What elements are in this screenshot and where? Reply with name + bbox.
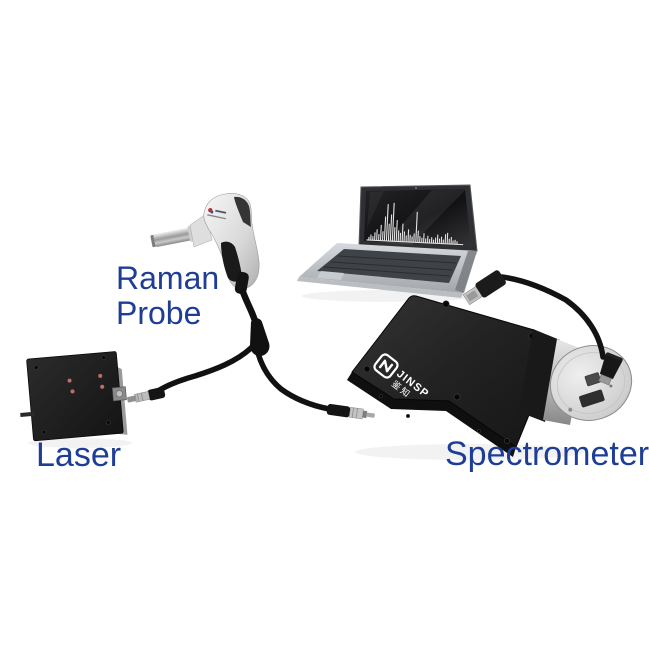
strip-screw — [378, 393, 384, 399]
probe-brand-line — [215, 209, 227, 214]
raman-probe-label-line1: Raman — [116, 260, 220, 296]
usb-a-body — [475, 270, 506, 298]
screen-reflection-2 — [367, 191, 384, 228]
fiber-connector-laser — [127, 387, 166, 403]
strip-screw — [476, 428, 482, 434]
cap-pin — [609, 384, 613, 388]
connector-boot — [326, 403, 351, 418]
ferrule-ridge — [136, 393, 140, 402]
probe-cable-boot — [234, 271, 249, 295]
fiber-connector-spectrometer — [326, 403, 375, 420]
ferrule-ridge — [351, 407, 355, 418]
usb-cable-assembly — [462, 270, 623, 386]
detector-cylinder — [519, 329, 633, 425]
laser-front-face — [26, 351, 124, 442]
laser-label: Laser — [36, 436, 122, 474]
raman-probe — [150, 193, 260, 325]
spectrometer-screw — [504, 438, 510, 444]
laser-indicator-dot — [100, 384, 105, 389]
mini-usb-body — [599, 354, 623, 380]
fiber-cable-to-spectrometer — [255, 350, 332, 412]
cylinder-mount-band — [519, 329, 560, 422]
laptop-base-shade — [455, 251, 477, 293]
laptop-front-edge — [297, 277, 463, 298]
probe-cable — [239, 288, 259, 325]
spectrum-path — [366, 202, 464, 246]
mini-usb-connector — [598, 352, 623, 386]
probe-dark-insert-right — [234, 196, 251, 227]
laser-indicator-dot — [67, 378, 72, 383]
screen-reflection — [386, 189, 466, 245]
laser-screw — [41, 429, 47, 435]
laser-screw — [106, 420, 111, 425]
spectrometer-screw — [363, 365, 371, 373]
probe-dark-grip — [221, 241, 242, 282]
laptop-touchpad — [317, 271, 344, 280]
laser-module — [20, 351, 128, 442]
y-splitter-boot — [250, 318, 270, 356]
laser-mount-pin — [20, 411, 35, 417]
spectrometer-body — [351, 295, 546, 448]
ferrule-ridge — [355, 408, 359, 419]
mini-usb-tip — [598, 374, 612, 386]
connector-boot — [147, 387, 166, 401]
raman-probe-label-line2: Probe — [116, 295, 202, 331]
fiber-cable-to-laser — [155, 345, 254, 394]
laptop — [297, 184, 478, 298]
spectrometer-device: JINSP 鉴知 — [347, 295, 633, 457]
spectrometer-label: Spectrometer — [445, 435, 649, 473]
spectrometer-screw — [442, 300, 450, 308]
usb-a-tongue — [466, 290, 479, 302]
webcam-dot — [415, 187, 417, 189]
laser-indicator-dot — [98, 373, 103, 378]
spectrometer-shadow — [355, 444, 585, 460]
laser-fiber-port — [111, 386, 127, 402]
ferrule-ridge — [140, 392, 144, 401]
jinsp-logo-icon — [373, 353, 399, 379]
probe-brand-dot-blue — [210, 210, 214, 214]
raman-probe-label: Raman Probe — [116, 261, 219, 331]
barrel-tube — [153, 227, 195, 247]
key-row-line — [337, 255, 457, 264]
usb-cable — [499, 274, 606, 360]
strip-screw — [405, 413, 411, 419]
key-row-line — [330, 261, 453, 271]
spectrometer-screw — [453, 393, 461, 401]
laser-indicator-dot — [70, 389, 75, 394]
laser-screw — [33, 365, 39, 370]
connector-tip — [127, 395, 137, 403]
cap-data-port — [584, 372, 602, 387]
key-row-line — [323, 266, 451, 277]
cap-screw — [568, 407, 573, 412]
cap-inner-ring — [556, 352, 626, 414]
laser-screw — [101, 355, 106, 360]
probe-brand-line-2 — [207, 214, 226, 220]
connector-collar — [362, 410, 368, 419]
laser-shadow — [28, 438, 132, 448]
spectrometer-side-strip — [347, 372, 516, 457]
connector-pin — [366, 412, 375, 418]
fiber-cable-assembly — [127, 318, 375, 420]
cap-connector-port — [579, 389, 605, 408]
usb-a-connector — [462, 270, 506, 306]
spectrum-display — [366, 202, 464, 246]
probe-brand-mark — [207, 207, 227, 220]
